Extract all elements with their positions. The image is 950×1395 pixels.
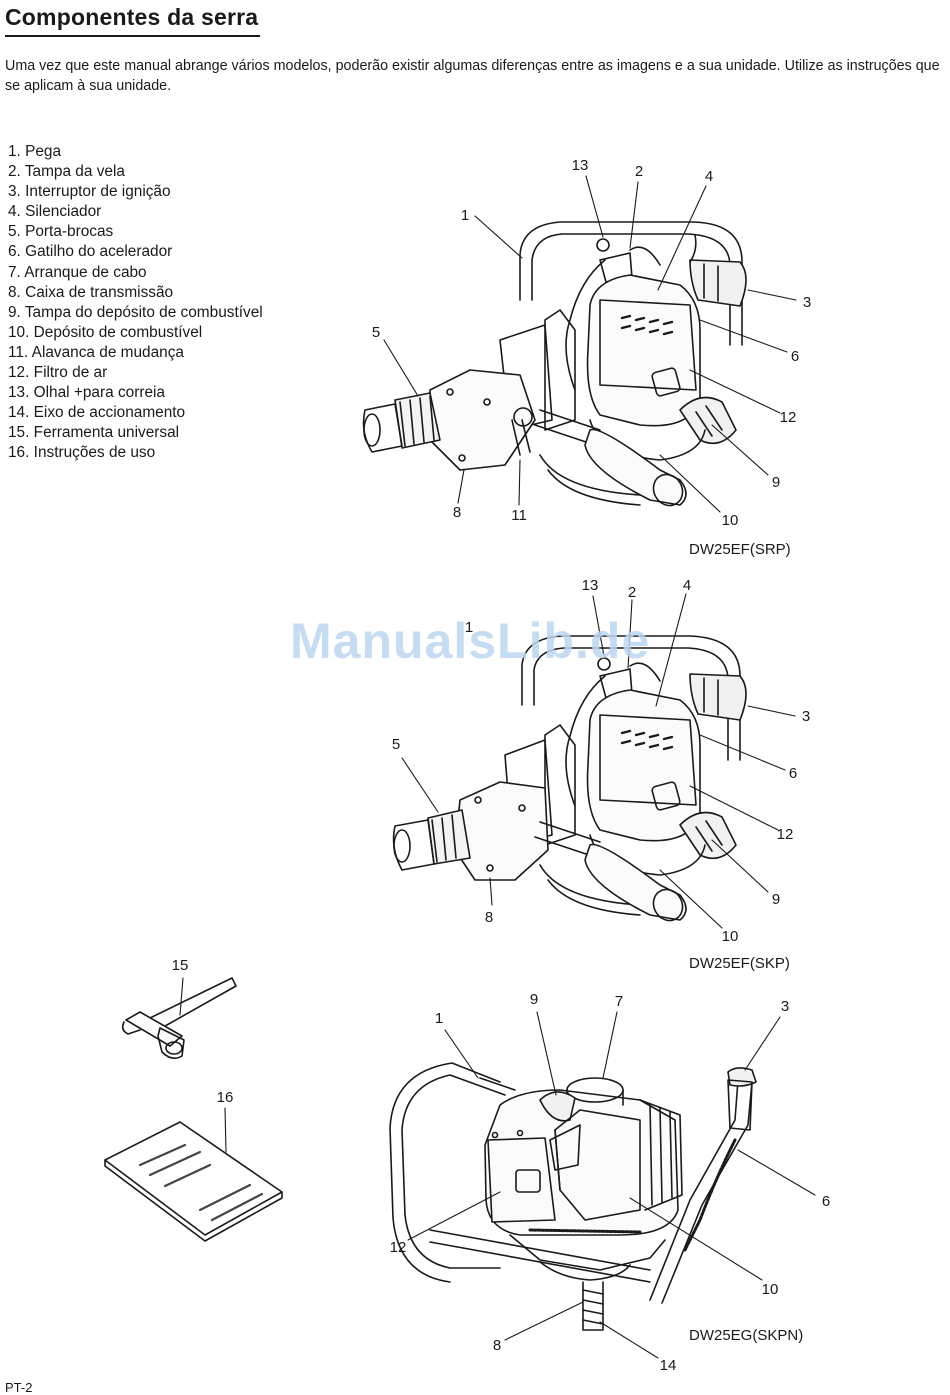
instructions-booklet-illustration (105, 1108, 282, 1241)
parts-list-item: 15. Ferramenta universal (8, 424, 180, 442)
parts-list-item: 8. Caixa de transmissão (8, 283, 174, 301)
callout-13: 13 (581, 577, 599, 594)
callout-14: 14 (659, 1357, 677, 1374)
callout-12: 12 (779, 409, 797, 426)
parts-list-item: 4. Silenciador (8, 203, 102, 221)
callout-7: 7 (614, 993, 624, 1010)
callout-2: 2 (627, 584, 637, 601)
parts-list-item: 2. Tampa da vela (8, 163, 125, 181)
parts-list-item: 6. Gatilho do acelerador (8, 243, 173, 261)
callout-10: 10 (761, 1281, 779, 1298)
parts-list-item: 9. Tampa do depósito de combustível (8, 303, 263, 321)
callout-10: 10 (721, 928, 739, 945)
callout-1: 1 (460, 207, 470, 224)
parts-list-item: 14. Eixo de accionamento (8, 404, 186, 422)
parts-list-item: 5. Porta-brocas (8, 223, 114, 241)
intro-paragraph: Uma vez que este manual abrange vários m… (5, 58, 940, 94)
parts-list-item: 3. Interruptor de ignição (8, 183, 171, 201)
page-number: PT-2 (5, 1380, 33, 1395)
universal-tool-illustration (123, 978, 236, 1058)
callout-15: 15 (171, 957, 189, 974)
callout-8: 8 (452, 504, 462, 521)
callout-5: 5 (371, 324, 381, 341)
callout-12: 12 (776, 826, 794, 843)
callout-6: 6 (821, 1193, 831, 1210)
parts-list-item: 7. Arranque de cabo (8, 263, 147, 281)
callout-4: 4 (704, 168, 714, 185)
parts-list-item: 13. Olhal +para correia (8, 384, 165, 402)
callout-5: 5 (391, 736, 401, 753)
callout-3: 3 (802, 294, 812, 311)
parts-list: 1. Pega 2. Tampa da vela 3. Interruptor … (8, 142, 263, 464)
model-label-srp: DW25EF(SRP) (689, 541, 791, 558)
callout-4: 4 (682, 577, 692, 594)
callout-8: 8 (484, 909, 494, 926)
callout-3: 3 (801, 708, 811, 725)
callout-3: 3 (780, 998, 790, 1015)
callout-12: 12 (389, 1239, 407, 1256)
callout-1: 1 (434, 1010, 444, 1027)
parts-list-item: 10. Depósito de combustível (8, 323, 203, 341)
callout-9: 9 (771, 474, 781, 491)
callout-9: 9 (771, 891, 781, 908)
callout-11: 11 (511, 507, 527, 524)
callout-16: 16 (216, 1089, 234, 1106)
parts-list-item: 16. Instruções de uso (8, 444, 156, 462)
parts-list-item: 11. Alavanca de mudança (8, 343, 184, 361)
callout-10: 10 (721, 512, 739, 529)
callout-1: 1 (464, 619, 474, 636)
callout-8: 8 (492, 1337, 502, 1354)
callout-9: 9 (529, 991, 539, 1008)
page-title: Componentes da serra (5, 4, 261, 37)
callout-2: 2 (634, 163, 644, 180)
machine-illustration-skp (394, 594, 795, 928)
callout-13: 13 (571, 157, 589, 174)
parts-list-item: 1. Pega (8, 143, 62, 160)
model-label-skp: DW25EF(SKP) (689, 955, 790, 972)
callout-6: 6 (788, 765, 798, 782)
machine-illustration-srp (364, 176, 796, 512)
watermark: ManualsLib.de (290, 613, 651, 669)
parts-list-item: 12. Filtro de ar (8, 364, 108, 382)
callout-6: 6 (790, 348, 800, 365)
model-label-skpn: DW25EG(SKPN) (689, 1327, 804, 1344)
machine-illustration-skpn (390, 1012, 815, 1358)
